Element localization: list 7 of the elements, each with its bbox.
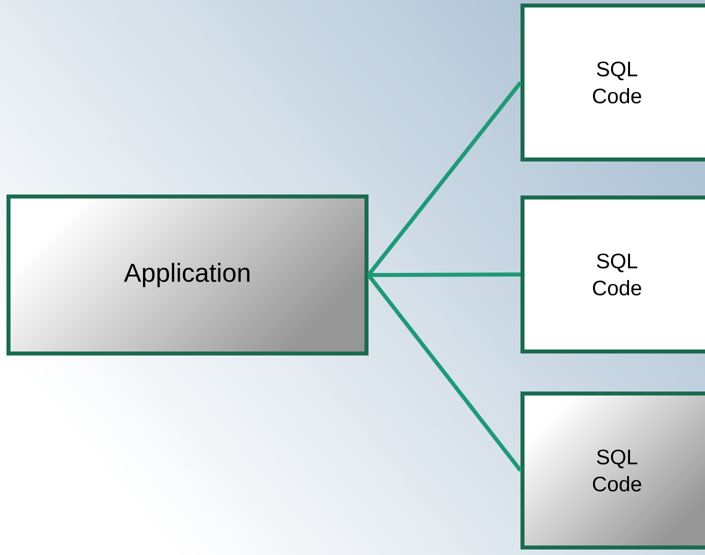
- code-box: SQL Code: [520, 4, 705, 162]
- code-box: SQL Code: [520, 392, 705, 550]
- connector-line: [368, 272, 521, 277]
- connector-line: [366, 81, 522, 276]
- application-box: Application: [6, 194, 368, 356]
- connector-line: [366, 274, 522, 472]
- code-box: SQL Code: [520, 196, 705, 354]
